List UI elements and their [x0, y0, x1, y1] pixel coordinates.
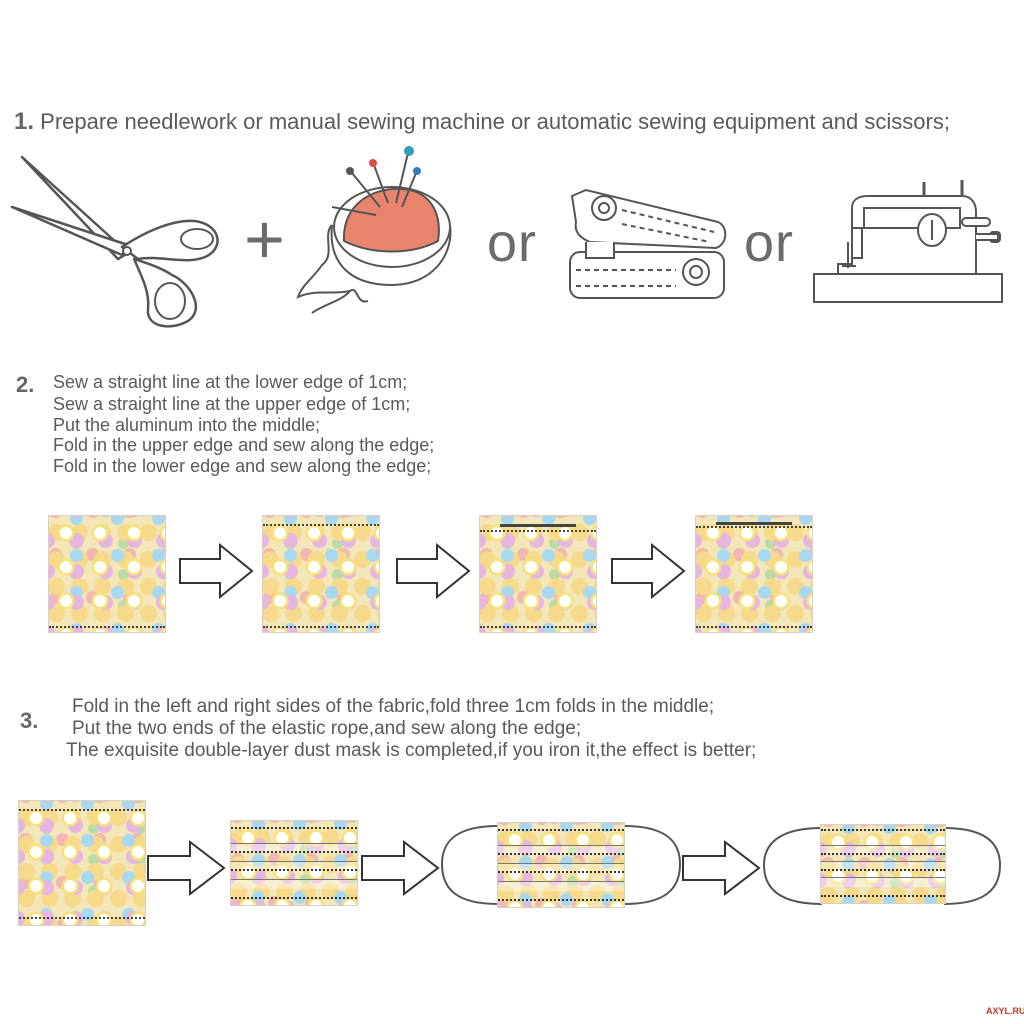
upper-edge-stitch: [263, 524, 379, 526]
step-1-line-1: Prepare needlework or manual sewing mach…: [40, 109, 950, 134]
pleat-stitch: [498, 853, 624, 855]
aluminum-strip: [716, 522, 792, 525]
pleated-mask: [497, 822, 625, 908]
or-label-1: or: [487, 213, 538, 273]
step-3-number: 3.: [20, 708, 39, 733]
pleat-fold: [498, 845, 624, 855]
arrow-right-icon: [361, 840, 440, 896]
arrow-right-icon: [396, 543, 471, 599]
elastic-loops: [440, 825, 682, 905]
fabric-panel: [262, 515, 380, 633]
pleat-stitch: [498, 899, 624, 901]
fabric-panel: [48, 515, 166, 633]
upper-edge-stitch: [696, 526, 812, 528]
pleat-stitch: [231, 897, 357, 899]
pleat-stitch: [498, 829, 624, 831]
lower-edge-stitch: [263, 626, 379, 628]
arrow-right-icon: [682, 840, 761, 896]
arrow-right-icon: [179, 543, 254, 599]
scissors-icon: [10, 155, 219, 328]
pleat-stitch: [498, 871, 624, 873]
upper-edge-stitch: [19, 809, 145, 811]
pleat-fold: [231, 843, 357, 853]
step-1-number: 1.: [14, 108, 35, 135]
pleat-fold: [231, 879, 357, 889]
elastic-loops: [762, 827, 1002, 905]
arrow-right-icon: [611, 543, 686, 599]
lower-edge-stitch: [696, 626, 812, 628]
step-3-line-1: Fold in the left and right sides of the …: [72, 696, 715, 717]
sewing-machine-icon: [813, 180, 1003, 303]
fabric-panel: [479, 515, 597, 633]
pleat-stitch: [231, 851, 357, 853]
pleat-stitch: [821, 829, 945, 831]
pleat-stitch: [821, 869, 945, 871]
lower-edge-stitch: [19, 917, 145, 919]
finished-mask: [820, 824, 946, 904]
pleat-fold: [821, 861, 945, 871]
pleat-fold: [821, 845, 945, 855]
step-2-line-5: Fold in the lower edge and sew along the…: [53, 456, 432, 476]
pleat-fold: [231, 861, 357, 871]
step-3-line-2: Put the two ends of the elastic rope,and…: [72, 718, 582, 739]
lower-edge-stitch: [480, 626, 596, 628]
or-label-2: or: [744, 213, 795, 273]
step-2-line-3: Put the aluminum into the middle;: [53, 415, 321, 435]
step-2-line-2: Sew a straight line at the upper edge of…: [53, 394, 411, 414]
pincushion-icon: [296, 146, 452, 314]
step-2-line-4: Fold in the upper edge and sew along the…: [53, 435, 435, 455]
fabric-panel: [695, 515, 813, 633]
pleated-mask: [230, 820, 358, 906]
pleat-fold: [498, 863, 624, 873]
fabric-panel: [18, 800, 146, 926]
pleat-fold: [498, 881, 624, 891]
upper-edge-stitch: [480, 530, 596, 532]
plus-sign: +: [244, 200, 285, 278]
pleat-fold: [821, 877, 945, 887]
step-2-number: 2.: [16, 372, 35, 397]
pleat-stitch: [231, 827, 357, 829]
handheld-sewing-machine-icon: [569, 188, 727, 299]
lower-edge-stitch: [49, 626, 165, 628]
step-2-line-1: Sew a straight line at the lower edge of…: [53, 372, 408, 392]
pleat-stitch: [231, 869, 357, 871]
pleat-stitch: [821, 853, 945, 855]
arrow-right-icon: [147, 840, 226, 896]
step-3-line-3: The exquisite double-layer dust mask is …: [66, 740, 757, 761]
step-1-heading: 1. Prepare needlework or manual sewing m…: [14, 108, 950, 136]
pleat-stitch: [821, 895, 945, 897]
aluminum-strip: [500, 524, 576, 527]
watermark: AXYL.RU: [986, 1006, 1024, 1016]
